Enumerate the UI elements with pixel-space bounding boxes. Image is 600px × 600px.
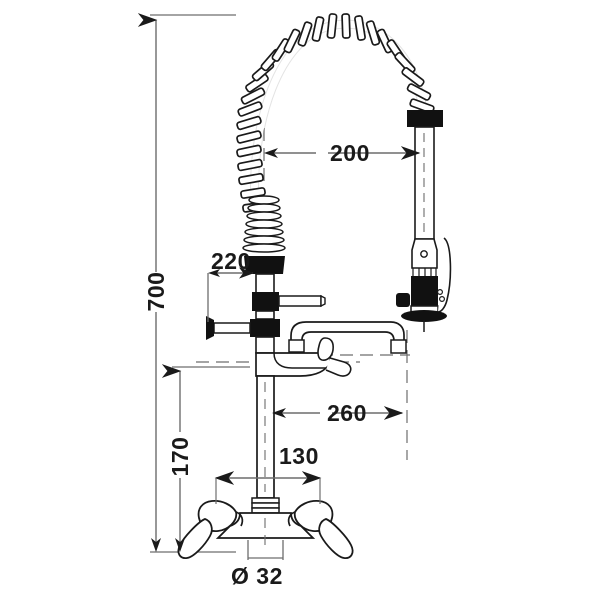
dimension-line-200 bbox=[264, 146, 421, 160]
dimension-label-220: 220 bbox=[211, 248, 251, 274]
handle-left bbox=[177, 499, 244, 559]
central-column bbox=[251, 375, 280, 514]
dimension-label-130: 130 bbox=[279, 443, 319, 469]
dimension-line-170 bbox=[161, 364, 185, 552]
dimension-line-260 bbox=[272, 406, 404, 420]
dimension-label-260: 260 bbox=[327, 400, 367, 426]
spray-head bbox=[396, 110, 452, 332]
dimension-line-diameter bbox=[247, 540, 284, 560]
dimension-line-130 bbox=[214, 471, 322, 504]
dimension-label-170: 170 bbox=[167, 436, 193, 477]
swivel-spout bbox=[255, 321, 407, 377]
spring-hose bbox=[236, 13, 435, 213]
dimension-label-diameter-32: Ø 32 bbox=[231, 563, 283, 589]
dimension-label-200: 200 bbox=[330, 140, 370, 166]
handle-right bbox=[287, 499, 354, 559]
riser-column bbox=[206, 195, 326, 354]
dimension-line-700 bbox=[137, 13, 161, 552]
dimension-line-220 bbox=[207, 267, 255, 322]
dimension-label-700: 700 bbox=[143, 271, 169, 312]
